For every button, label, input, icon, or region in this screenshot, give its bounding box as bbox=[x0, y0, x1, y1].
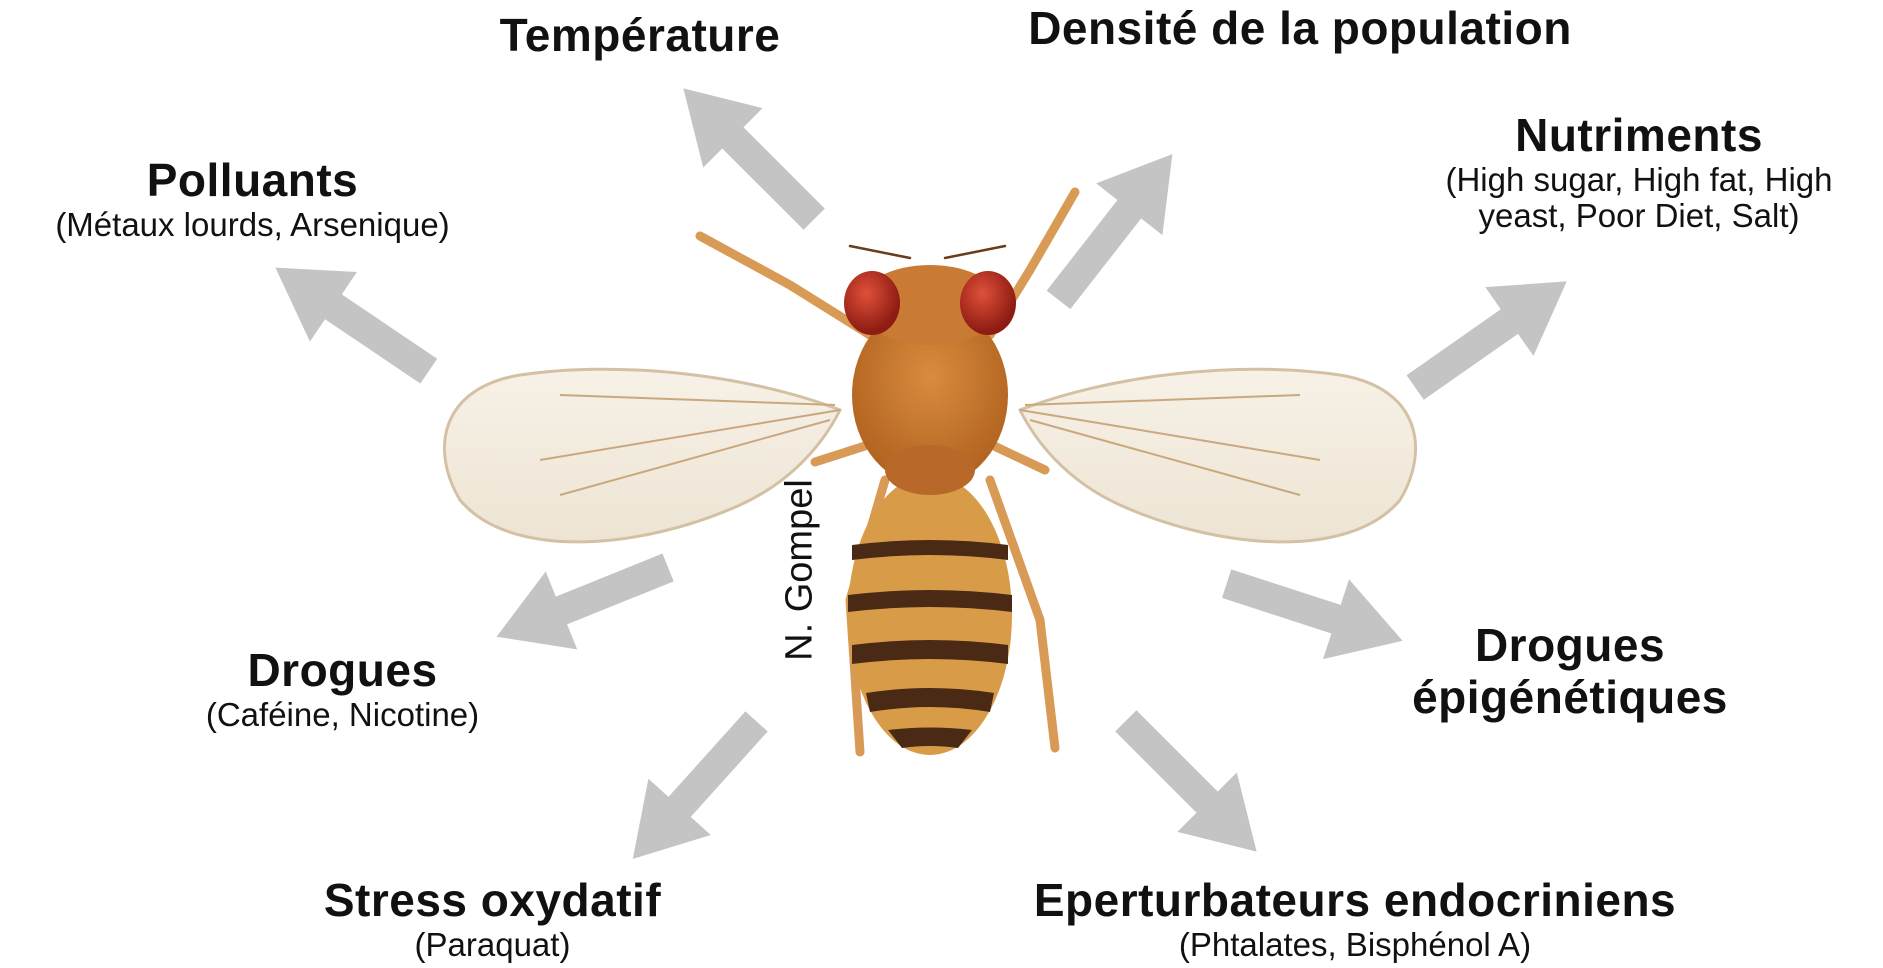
factor-pollutants-subtitle: (Métaux lourds, Arsenique) bbox=[0, 207, 505, 244]
arrow-temperature bbox=[654, 59, 844, 249]
factor-oxidative-stress-title: Stress oxydatif bbox=[310, 875, 675, 927]
factor-nutrients: Nutriments (High sugar, High fat, High y… bbox=[1395, 110, 1883, 235]
arrow-endocrine-disruptors bbox=[1096, 691, 1286, 881]
photo-credit: N. Gompel bbox=[779, 479, 822, 661]
factor-drugs-subtitle: (Caféine, Nicotine) bbox=[160, 697, 525, 734]
arrow-pollutants bbox=[252, 233, 452, 406]
factor-nutrients-subtitle-2: yeast, Poor Diet, Salt) bbox=[1395, 198, 1883, 235]
factor-endocrine-disruptors-title: Eperturbateurs endocriniens bbox=[1010, 875, 1700, 927]
factor-drugs: Drogues (Caféine, Nicotine) bbox=[160, 645, 525, 733]
factor-oxidative-stress-subtitle: (Paraquat) bbox=[310, 927, 675, 964]
arrow-nutrients bbox=[1391, 247, 1591, 422]
factor-epigenetic-drugs-title-2: épigénétiques bbox=[1390, 672, 1750, 724]
factor-endocrine-disruptors: Eperturbateurs endocriniens (Phtalates, … bbox=[1010, 875, 1700, 963]
factor-epigenetic-drugs: Drogues épigénétiques bbox=[1390, 620, 1750, 723]
factor-temperature-title: Température bbox=[470, 10, 810, 62]
factor-oxidative-stress: Stress oxydatif (Paraquat) bbox=[310, 875, 675, 963]
factor-nutrients-subtitle-1: (High sugar, High fat, High bbox=[1395, 162, 1883, 199]
abdomen bbox=[848, 475, 1012, 755]
factor-drugs-title: Drogues bbox=[160, 645, 525, 697]
factor-epigenetic-drugs-title-1: Drogues bbox=[1390, 620, 1750, 672]
right-eye bbox=[960, 271, 1016, 335]
left-eye bbox=[844, 271, 900, 335]
factor-density-title: Densité de la population bbox=[1000, 3, 1600, 55]
factor-endocrine-disruptors-subtitle: (Phtalates, Bisphénol A) bbox=[1010, 927, 1700, 964]
arrow-epigenetic-drugs bbox=[1214, 544, 1416, 681]
factor-nutrients-title: Nutriments bbox=[1395, 110, 1883, 162]
right-wing bbox=[1020, 369, 1416, 542]
factor-pollutants: Polluants (Métaux lourds, Arsenique) bbox=[0, 155, 505, 243]
factor-pollutants-title: Polluants bbox=[0, 155, 505, 207]
fruit-fly-image bbox=[444, 192, 1415, 755]
arrow-oxidative-stress bbox=[602, 693, 788, 887]
